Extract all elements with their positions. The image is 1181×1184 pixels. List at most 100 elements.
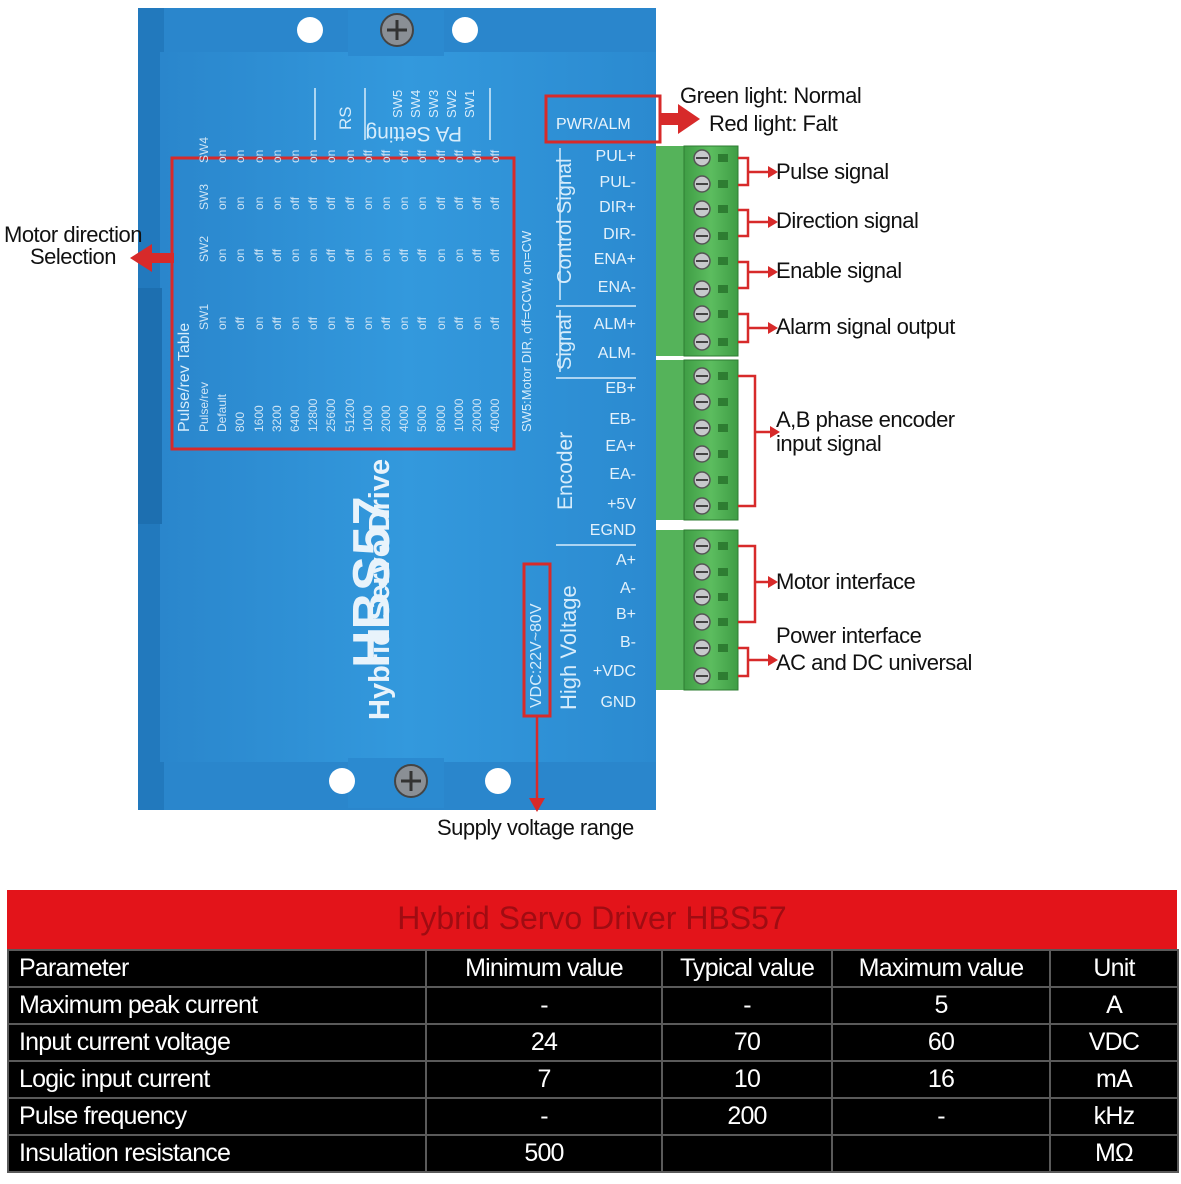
pulse-cell: on	[306, 248, 321, 262]
pulse-cell: 8000	[433, 405, 448, 432]
terminal-block-encoder	[656, 359, 739, 521]
pulse-cell: on	[360, 316, 375, 330]
pulse-table-title: Pulse/rev Table	[176, 322, 193, 432]
callout-encoder-line1: A,B phase encoder	[776, 407, 955, 432]
pulse-cell: on	[288, 316, 302, 330]
driver-illustration	[130, 8, 780, 812]
supply-voltage-label: VDC:22V~80V	[528, 603, 545, 708]
callout-direction: Direction signal	[776, 208, 919, 233]
pulse-cell: 2000	[379, 405, 393, 432]
pulse-cell: on	[288, 248, 302, 262]
pulse-cell: on	[397, 196, 412, 210]
pulse-cell: 6400	[288, 405, 302, 432]
hole-icon	[452, 17, 478, 43]
pulse-cell: on	[215, 149, 230, 163]
parameter-cell: Logic input current	[7, 1060, 427, 1099]
pulse-cell: on	[233, 248, 248, 262]
pulse-cell: off	[433, 149, 448, 163]
terminal-label: ENA+	[593, 251, 636, 268]
switch-label-sw5: SW5	[390, 89, 405, 118]
pulse-cell: 12800	[306, 398, 321, 432]
callout-power-line1: Power interface	[776, 623, 922, 648]
terminal-label: PUL-	[599, 174, 636, 191]
value-cell: -	[661, 986, 833, 1025]
terminal-label: EB+	[605, 380, 636, 397]
terminal-block-control	[656, 145, 739, 357]
pulse-cell: off	[397, 248, 412, 262]
pulse-cell: off	[451, 316, 466, 330]
pulse-cell: on	[397, 316, 412, 330]
pulse-table-footnote: SW5:Motor DIR, off=CCW, on=CW	[519, 230, 534, 432]
value-cell: VDC	[1049, 1023, 1179, 1062]
pulse-cell: 1600	[251, 405, 266, 432]
pulse-cell: off	[488, 316, 503, 330]
pulse-cell: on	[251, 316, 266, 330]
pulse-cell: on	[251, 196, 266, 210]
value-cell: 24	[425, 1023, 663, 1062]
pulse-cell: on	[251, 149, 266, 163]
spec-header-row: Parameter Minimum value Typical value Ma…	[7, 949, 1179, 988]
pulse-cell: off	[342, 196, 357, 210]
value-cell: 7	[425, 1060, 663, 1099]
terminal-label: PUL+	[595, 148, 636, 165]
header-unit: Unit	[1049, 949, 1179, 988]
parameter-cell: Input current voltage	[7, 1023, 427, 1062]
pulse-cell: off	[488, 248, 503, 262]
switch-label-sw1: SW1	[462, 89, 477, 118]
pulse-cell: on	[233, 149, 248, 163]
switch-label-sw2: SW2	[444, 89, 459, 118]
pulse-cell: 20000	[470, 398, 484, 432]
value-cell: mA	[1049, 1060, 1179, 1099]
pulse-cell: off	[470, 149, 484, 163]
parameter-cell: Maximum peak current	[7, 986, 427, 1025]
pulse-header: Pulse/rev	[197, 381, 211, 432]
pulse-cell: on	[360, 248, 375, 262]
pulse-cell: off	[488, 196, 503, 210]
pulse-cell: off	[360, 149, 375, 163]
pulse-table-frame	[170, 156, 516, 451]
pulse-cell: 5000	[415, 405, 430, 432]
callout-pulse: Pulse signal	[776, 159, 889, 184]
pulse-cell: on	[342, 149, 357, 163]
callout-green-light: Green light: Normal	[680, 83, 862, 108]
terminal-label: A-	[620, 580, 636, 597]
value-cell: -	[425, 1097, 663, 1136]
pulse-cell: 51200	[342, 398, 357, 432]
value-cell: 200	[661, 1097, 833, 1136]
pulse-cell: 40000	[488, 398, 503, 432]
pulse-header: SW4	[197, 136, 211, 163]
pulse-cell: off	[269, 248, 284, 262]
pulse-cell: off	[324, 248, 339, 262]
pulse-cell: Default	[215, 393, 230, 432]
group-label-high-voltage: High Voltage	[556, 585, 581, 710]
pulse-cell: on	[433, 248, 448, 262]
group-label-signal: Signal	[554, 314, 576, 370]
pulse-cell: 800	[233, 411, 248, 432]
value-cell: 60	[831, 1023, 1051, 1062]
terminal-label: EGND	[589, 522, 636, 539]
terminal-label: EA-	[609, 466, 636, 483]
pulse-cell: on	[415, 196, 430, 210]
value-cell: -	[425, 986, 663, 1025]
callout-alarm: Alarm signal output	[776, 314, 955, 339]
pulse-cell: off	[415, 149, 430, 163]
pulse-cell: on	[233, 196, 248, 210]
pulse-cell: off	[397, 149, 412, 163]
terminal-label: ENA-	[597, 279, 636, 296]
callout-arrowheads	[130, 104, 780, 812]
pulse-cell: off	[470, 248, 484, 262]
parameter-cell: Insulation resistance	[7, 1134, 427, 1173]
switch-label-sw3: SW3	[426, 89, 441, 118]
terminal-label: +5V	[607, 496, 636, 513]
terminal-label: DIR+	[599, 199, 636, 216]
pulse-cell: on	[215, 316, 230, 330]
pa-setting-label: PA Setting	[365, 122, 462, 145]
callout-motor: Motor interface	[776, 569, 916, 594]
terminal-label: GND	[600, 694, 636, 711]
driver-subtitle: Hybrid Servo Drive	[364, 458, 396, 720]
group-label-control-signal: Control Signal	[554, 158, 576, 284]
value-cell	[831, 1134, 1051, 1173]
terminal-label: DIR-	[603, 226, 636, 243]
pulse-cell: 1000	[360, 405, 375, 432]
